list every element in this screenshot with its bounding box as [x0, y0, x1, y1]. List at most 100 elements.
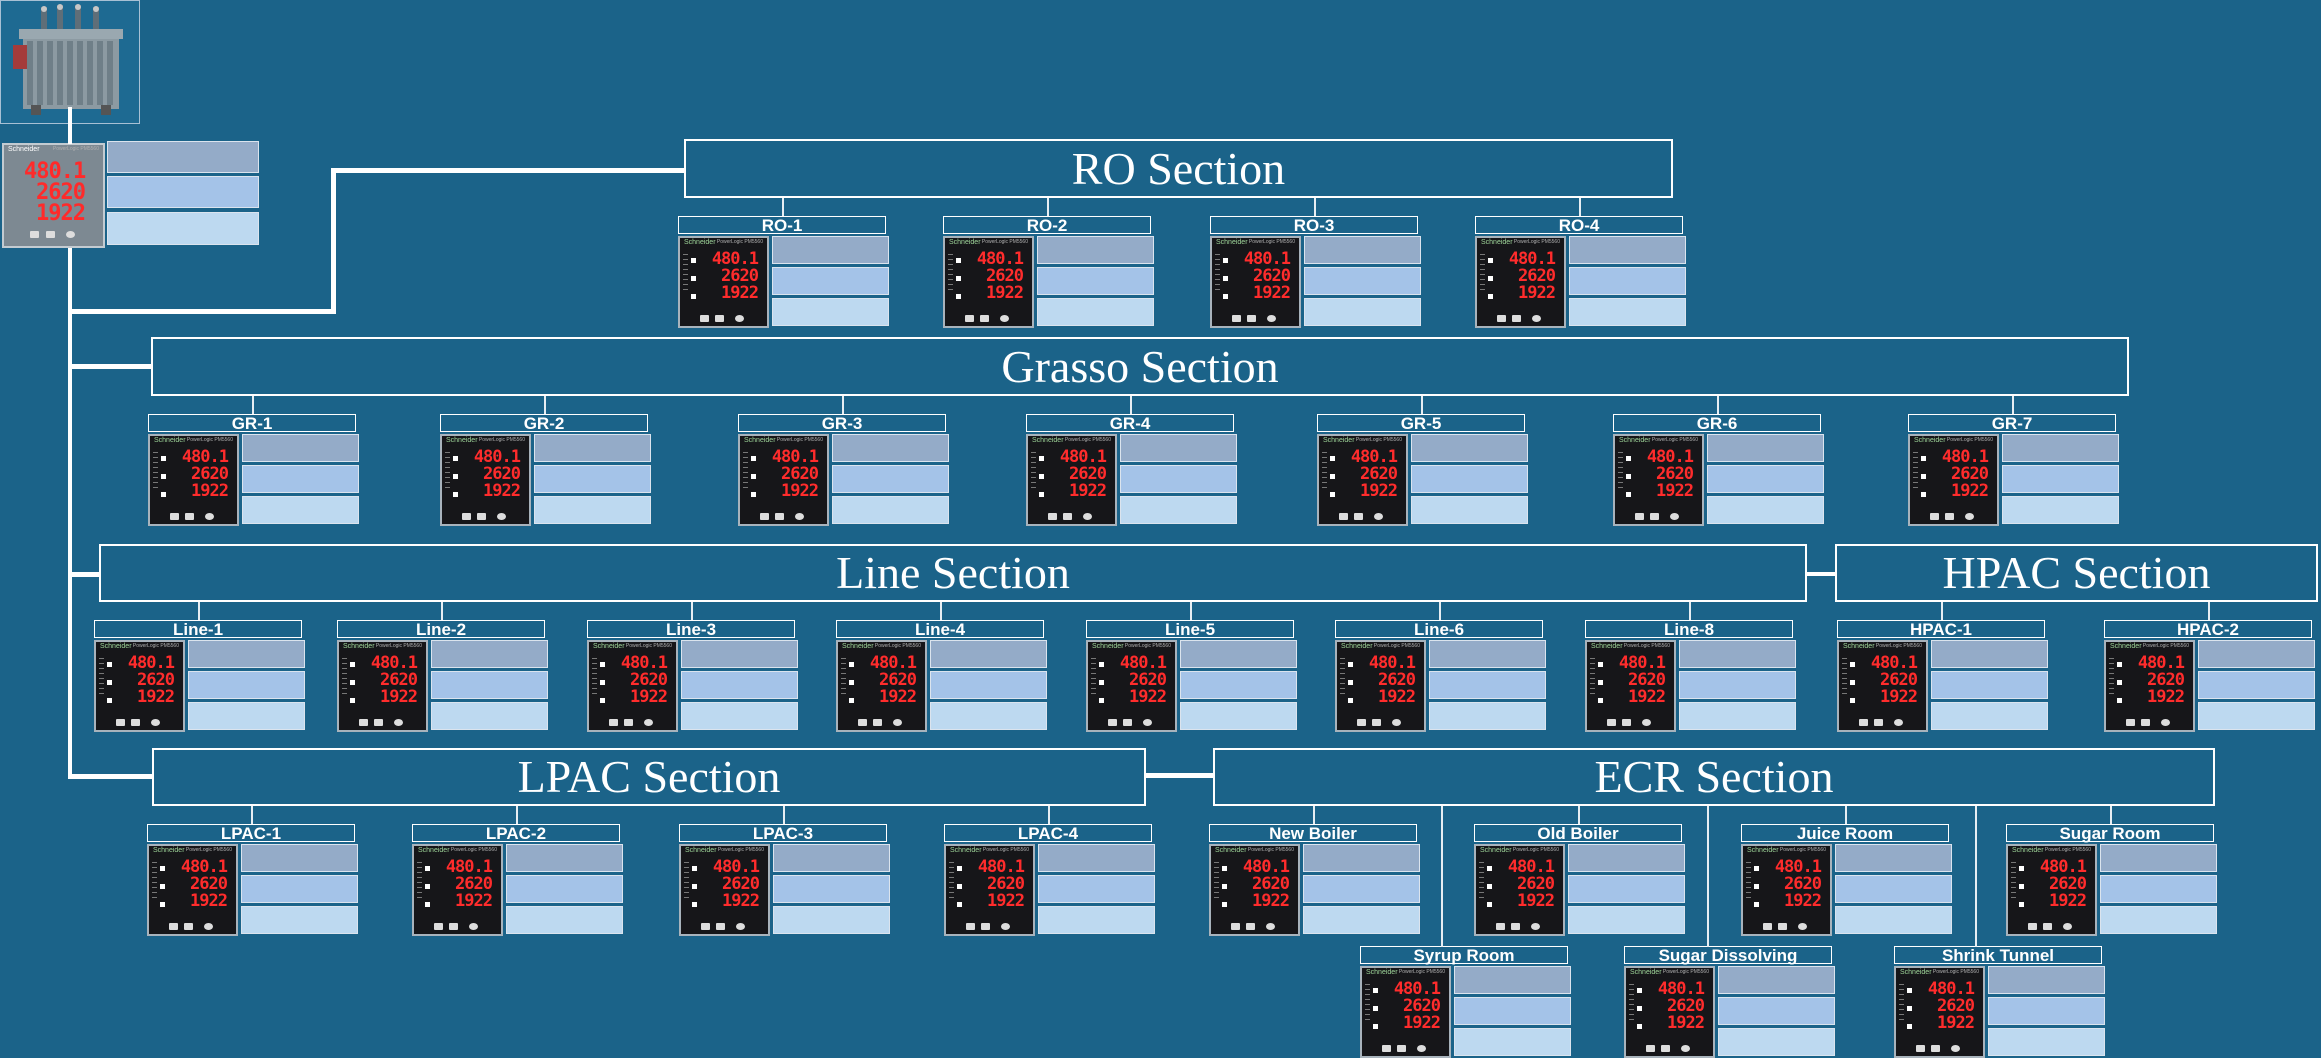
meter-button[interactable] [715, 315, 724, 322]
meter-button[interactable] [1930, 513, 1939, 520]
meter-button[interactable] [1859, 719, 1868, 726]
meter-button[interactable] [1497, 315, 1506, 322]
meter-button[interactable] [1231, 923, 1240, 930]
meter-button[interactable] [1354, 513, 1363, 520]
meter-button[interactable] [469, 923, 478, 930]
meter-button[interactable] [700, 315, 709, 322]
meter-button[interactable] [965, 315, 974, 322]
meter-button[interactable] [1372, 719, 1381, 726]
meter-button[interactable] [1063, 513, 1072, 520]
meter-button[interactable] [736, 923, 745, 930]
meter-button[interactable] [1874, 719, 1883, 726]
meter-button[interactable] [1339, 513, 1348, 520]
meter-button[interactable] [1931, 1045, 1940, 1052]
meter-button[interactable] [1635, 513, 1644, 520]
meter-button[interactable] [1650, 513, 1659, 520]
meter-button[interactable] [1916, 1045, 1925, 1052]
meter-button[interactable] [1374, 513, 1383, 520]
meter-button[interactable] [449, 923, 458, 930]
meter-button[interactable] [2161, 719, 2170, 726]
meter-button[interactable] [1000, 315, 1009, 322]
meter-button[interactable] [462, 513, 471, 520]
meter-button[interactable] [2028, 923, 2037, 930]
meter-button[interactable] [760, 513, 769, 520]
meter-button[interactable] [1048, 513, 1057, 520]
meter-button[interactable] [394, 719, 403, 726]
meter-button[interactable] [981, 923, 990, 930]
meter-button[interactable] [204, 923, 213, 930]
meter-button[interactable] [624, 719, 633, 726]
meter-button[interactable] [359, 719, 368, 726]
meter-button[interactable] [2063, 923, 2072, 930]
meter-button[interactable] [2043, 923, 2052, 930]
meter-button[interactable] [185, 513, 194, 520]
meter-button[interactable] [1357, 719, 1366, 726]
meter-button[interactable] [1531, 923, 1540, 930]
meter-button[interactable] [1247, 315, 1256, 322]
meter-button[interactable] [1642, 719, 1651, 726]
meter-button[interactable] [1622, 719, 1631, 726]
meter-button[interactable] [1681, 1045, 1690, 1052]
meter-button[interactable] [170, 513, 179, 520]
meter-button[interactable] [1763, 923, 1772, 930]
meter-button[interactable] [1397, 1045, 1406, 1052]
meter-button[interactable] [1965, 513, 1974, 520]
meter-button[interactable] [151, 719, 160, 726]
meter-button[interactable] [1232, 315, 1241, 322]
meter-button[interactable] [1951, 1045, 1960, 1052]
meter-button[interactable] [1511, 923, 1520, 930]
meter-button[interactable] [1894, 719, 1903, 726]
meter-button[interactable] [1001, 923, 1010, 930]
meter-button[interactable] [1267, 315, 1276, 322]
meter-button[interactable] [1123, 719, 1132, 726]
meter-button[interactable] [184, 923, 193, 930]
meter-button[interactable] [1083, 513, 1092, 520]
meter-button[interactable] [497, 513, 506, 520]
meter-button[interactable] [858, 719, 867, 726]
meter-button[interactable] [1532, 315, 1541, 322]
meter-button[interactable] [644, 719, 653, 726]
meter-button[interactable] [1512, 315, 1521, 322]
meter-button[interactable] [716, 923, 725, 930]
meter-button[interactable] [205, 513, 214, 520]
meter-button[interactable] [966, 923, 975, 930]
meter-button[interactable] [116, 719, 125, 726]
meter-button[interactable] [131, 719, 140, 726]
meter-button[interactable] [735, 315, 744, 322]
main-meter[interactable]: Schneider PowerLogic PM5560 480.1 2620 1… [2, 143, 105, 248]
meter-button[interactable] [1143, 719, 1152, 726]
meter-button[interactable] [609, 719, 618, 726]
meter-button[interactable] [1778, 923, 1787, 930]
meter-button[interactable] [1417, 1045, 1426, 1052]
meter-button[interactable] [1108, 719, 1117, 726]
meter-button[interactable] [795, 513, 804, 520]
meter-button[interactable] [775, 513, 784, 520]
meter-button[interactable] [1607, 719, 1616, 726]
meter-button[interactable] [1392, 719, 1401, 726]
transformer-icon[interactable] [0, 0, 140, 124]
